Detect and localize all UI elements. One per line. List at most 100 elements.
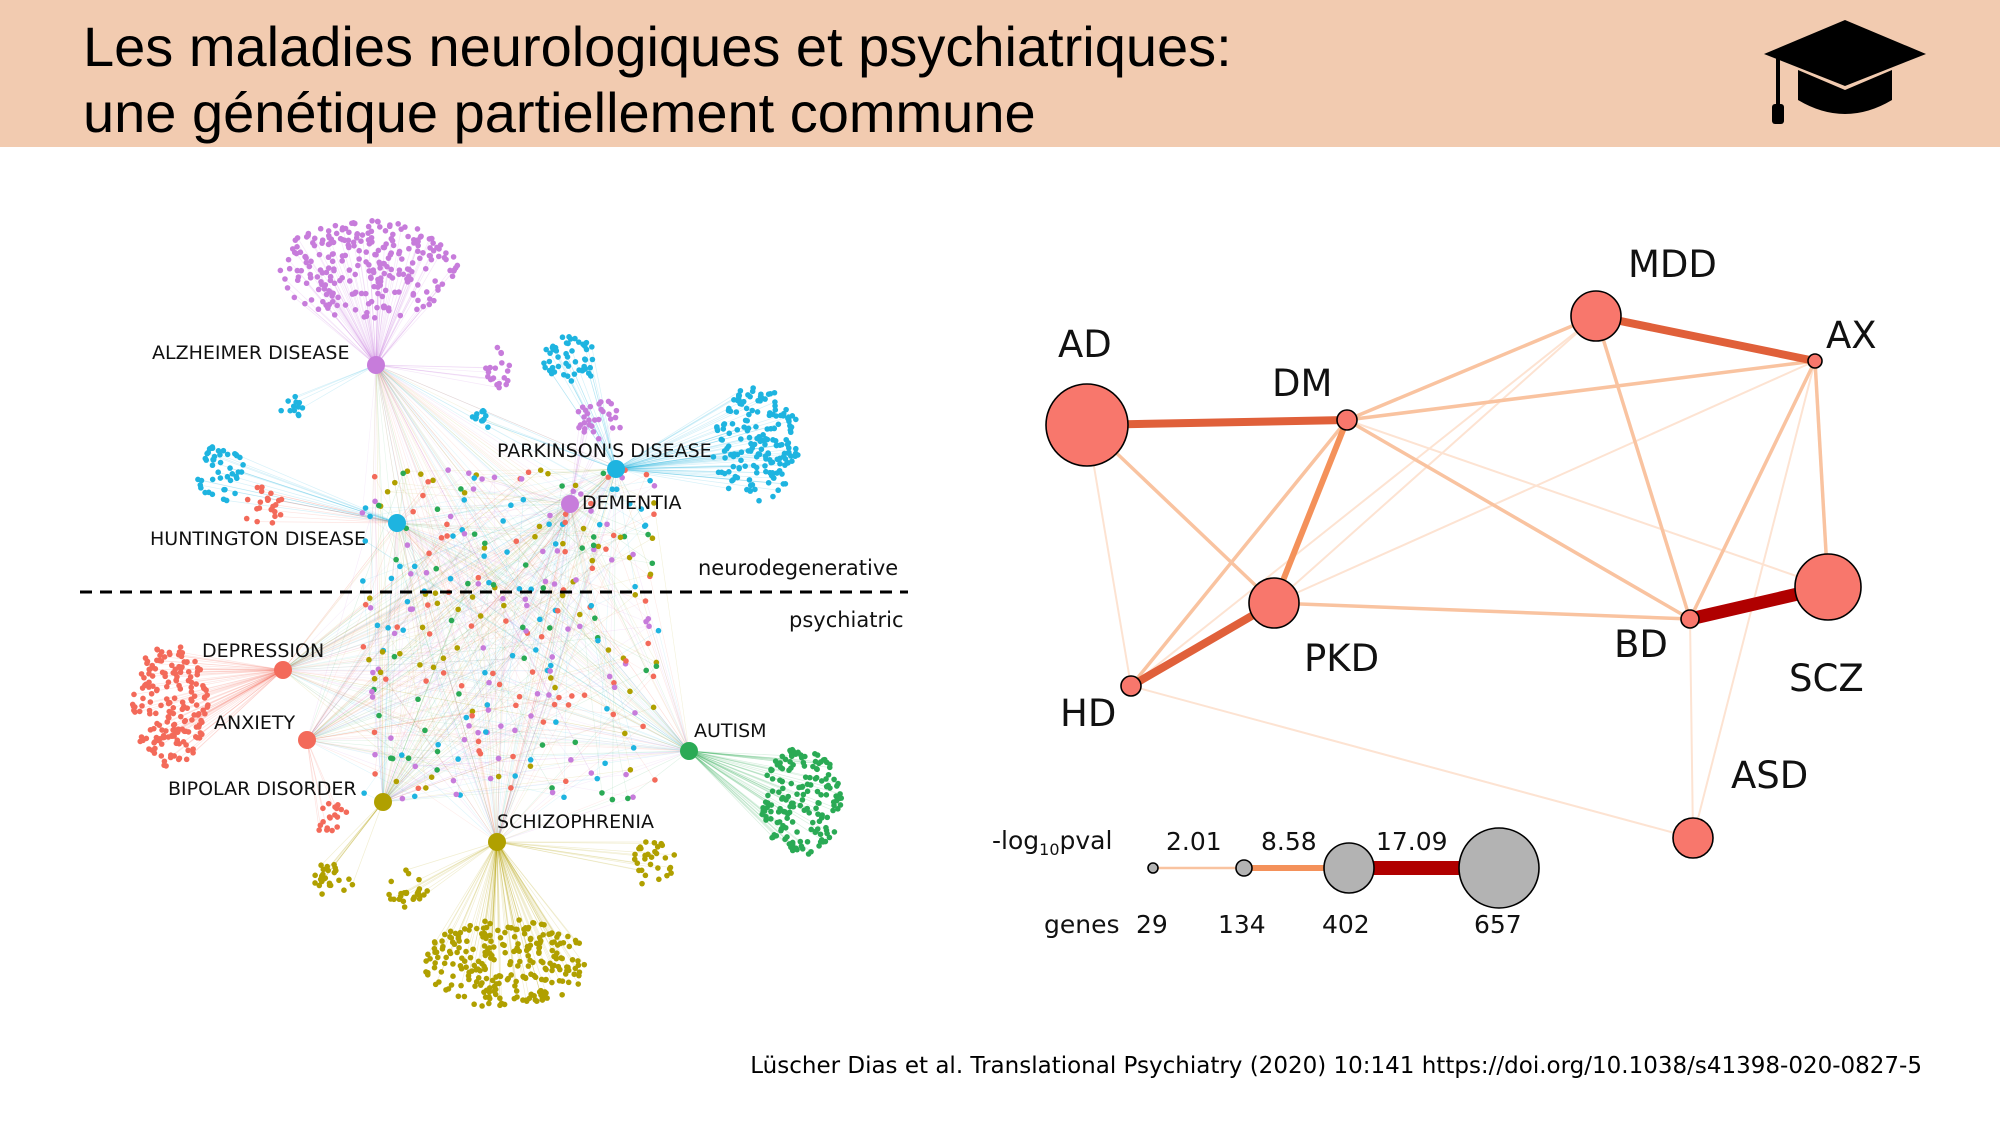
gene-dot (769, 788, 776, 794)
gene-dot (144, 660, 150, 667)
gene-dot (525, 952, 531, 959)
network-edge (382, 592, 450, 803)
gene-dot (565, 933, 571, 940)
gene-dot (455, 993, 462, 1000)
network-edge (488, 709, 690, 752)
network-edge (496, 841, 529, 928)
network-edge (375, 364, 550, 525)
gene-dot (361, 314, 368, 320)
network-edge (615, 468, 784, 485)
gene-dot (311, 235, 318, 242)
gene-dot (747, 393, 753, 400)
gene-dot (565, 340, 571, 347)
network-edge (390, 841, 498, 900)
gene-dot (185, 729, 192, 735)
network-edge (278, 500, 398, 524)
network-edge (456, 503, 571, 795)
network-edge (496, 524, 608, 843)
gene-dot (423, 289, 430, 295)
network-edge (543, 587, 690, 752)
network-edge (375, 364, 381, 507)
network-edge (191, 669, 284, 683)
network-edge (688, 750, 777, 837)
network-edge (306, 739, 338, 818)
gene-dot (449, 939, 456, 946)
network-edge (396, 522, 657, 667)
network-edge (382, 774, 627, 803)
network-edge (569, 503, 603, 793)
gene-dot (762, 463, 768, 469)
network-edge (375, 364, 438, 604)
gene-dot (176, 682, 182, 689)
network-edge (496, 614, 581, 843)
gene-dot (154, 657, 160, 664)
network-edge (461, 685, 498, 843)
gene-dot (788, 780, 795, 787)
gene-dot (815, 811, 821, 817)
gene-dot (741, 424, 747, 430)
network-edge (568, 365, 617, 470)
gene-dot (177, 644, 184, 650)
network-edge (274, 515, 398, 524)
gene-dot (450, 973, 456, 979)
network-edge (203, 669, 284, 711)
gene-dot (188, 684, 195, 691)
network-edge (375, 364, 524, 500)
network-edge (473, 841, 498, 966)
network-edge (375, 364, 430, 634)
gene-dot (530, 959, 536, 966)
gene-dot (568, 378, 575, 384)
gene-dot (314, 274, 321, 280)
gene-dot (498, 349, 504, 356)
network-edge (472, 416, 617, 470)
gene-dot (521, 930, 528, 937)
gene-dot (475, 975, 482, 981)
network-edge (563, 503, 571, 798)
gene-dot (557, 966, 563, 973)
gene-dot (775, 421, 782, 428)
network-edge (306, 664, 421, 741)
node-pkd (1248, 577, 1300, 629)
gene-dot (818, 778, 825, 784)
network-edge (374, 731, 690, 752)
network-edge (450, 578, 690, 752)
gene-dot (726, 430, 733, 437)
gene-dot (205, 702, 211, 708)
gene-dot (362, 290, 369, 297)
gene-dot (482, 966, 488, 973)
gene-dot (240, 462, 246, 468)
network-edge (688, 750, 822, 841)
network-edge (688, 750, 793, 845)
network-edge (382, 528, 407, 803)
network-edge (370, 364, 377, 608)
gene-dot (278, 496, 285, 503)
gene-dot (487, 364, 493, 371)
gene-dot (609, 425, 616, 431)
network-edge (306, 647, 484, 741)
network-edge (306, 739, 328, 831)
gene-dot (483, 365, 489, 372)
network-edge (688, 750, 830, 765)
network-edge (375, 364, 531, 760)
gene-dot (531, 993, 537, 999)
gene-dot (754, 409, 761, 415)
network-edge (550, 677, 690, 752)
network-edge (385, 678, 498, 843)
gene-dot (336, 877, 342, 884)
network-edge (405, 841, 498, 871)
gene-dot (369, 218, 375, 224)
network-edge (406, 468, 617, 529)
network-edge (496, 841, 511, 965)
network-edge (282, 669, 438, 771)
gene-dot (737, 400, 743, 407)
network-edge (306, 739, 457, 795)
gene-dot (227, 477, 234, 484)
network-edge (496, 841, 576, 941)
network-edge (375, 364, 607, 550)
gene-dot (154, 686, 160, 693)
network-edge (547, 468, 617, 474)
gene-dot (146, 666, 153, 673)
network-edge (549, 503, 571, 672)
gene-dot (817, 831, 824, 838)
gene-dot (472, 983, 478, 989)
